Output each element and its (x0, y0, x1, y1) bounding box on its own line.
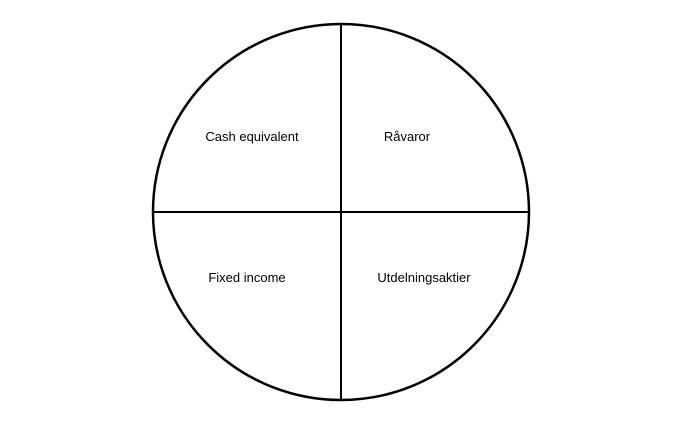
quadrant-label-bottom-left: Fixed income (208, 270, 285, 285)
quadrant-label-bottom-right: Utdelningsaktier (377, 270, 471, 285)
quadrant-label-top-right: Råvaror (384, 129, 431, 144)
quadrant-label-top-left: Cash equivalent (205, 129, 299, 144)
